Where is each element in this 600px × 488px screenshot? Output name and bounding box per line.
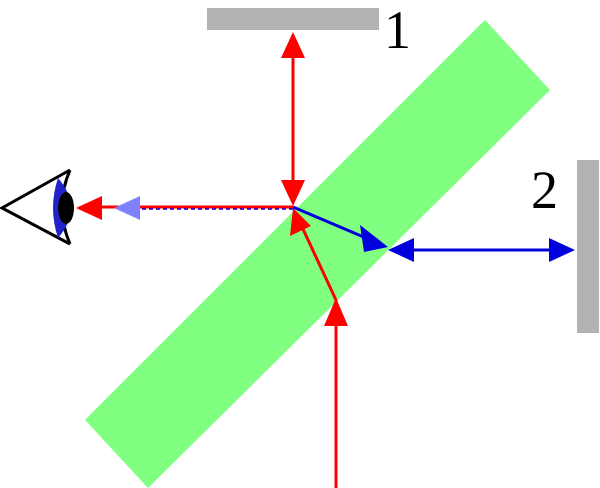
mirror-1 [207, 8, 379, 30]
arm-1-arrowhead-down [281, 180, 305, 206]
mirror-1-label: 1 [384, 0, 411, 60]
transmitted-beam-arrowhead [360, 225, 388, 252]
refracted-beam-arrowhead [290, 208, 311, 236]
arm-2-arrowhead-right [549, 238, 575, 262]
arm-2-arrowhead-left [388, 238, 414, 262]
arm-1-arrowhead-up [281, 32, 305, 58]
mirror-2-label: 2 [531, 160, 558, 220]
mirror-2 [577, 160, 599, 333]
incoming-beam-arrowhead [324, 298, 348, 326]
transmitted-beam [292, 205, 367, 240]
output-beam-red-arrowhead [76, 196, 102, 220]
output-beam-faint-arrowhead [114, 196, 140, 220]
beam-splitter [85, 20, 550, 488]
eye-icon [0, 168, 74, 246]
